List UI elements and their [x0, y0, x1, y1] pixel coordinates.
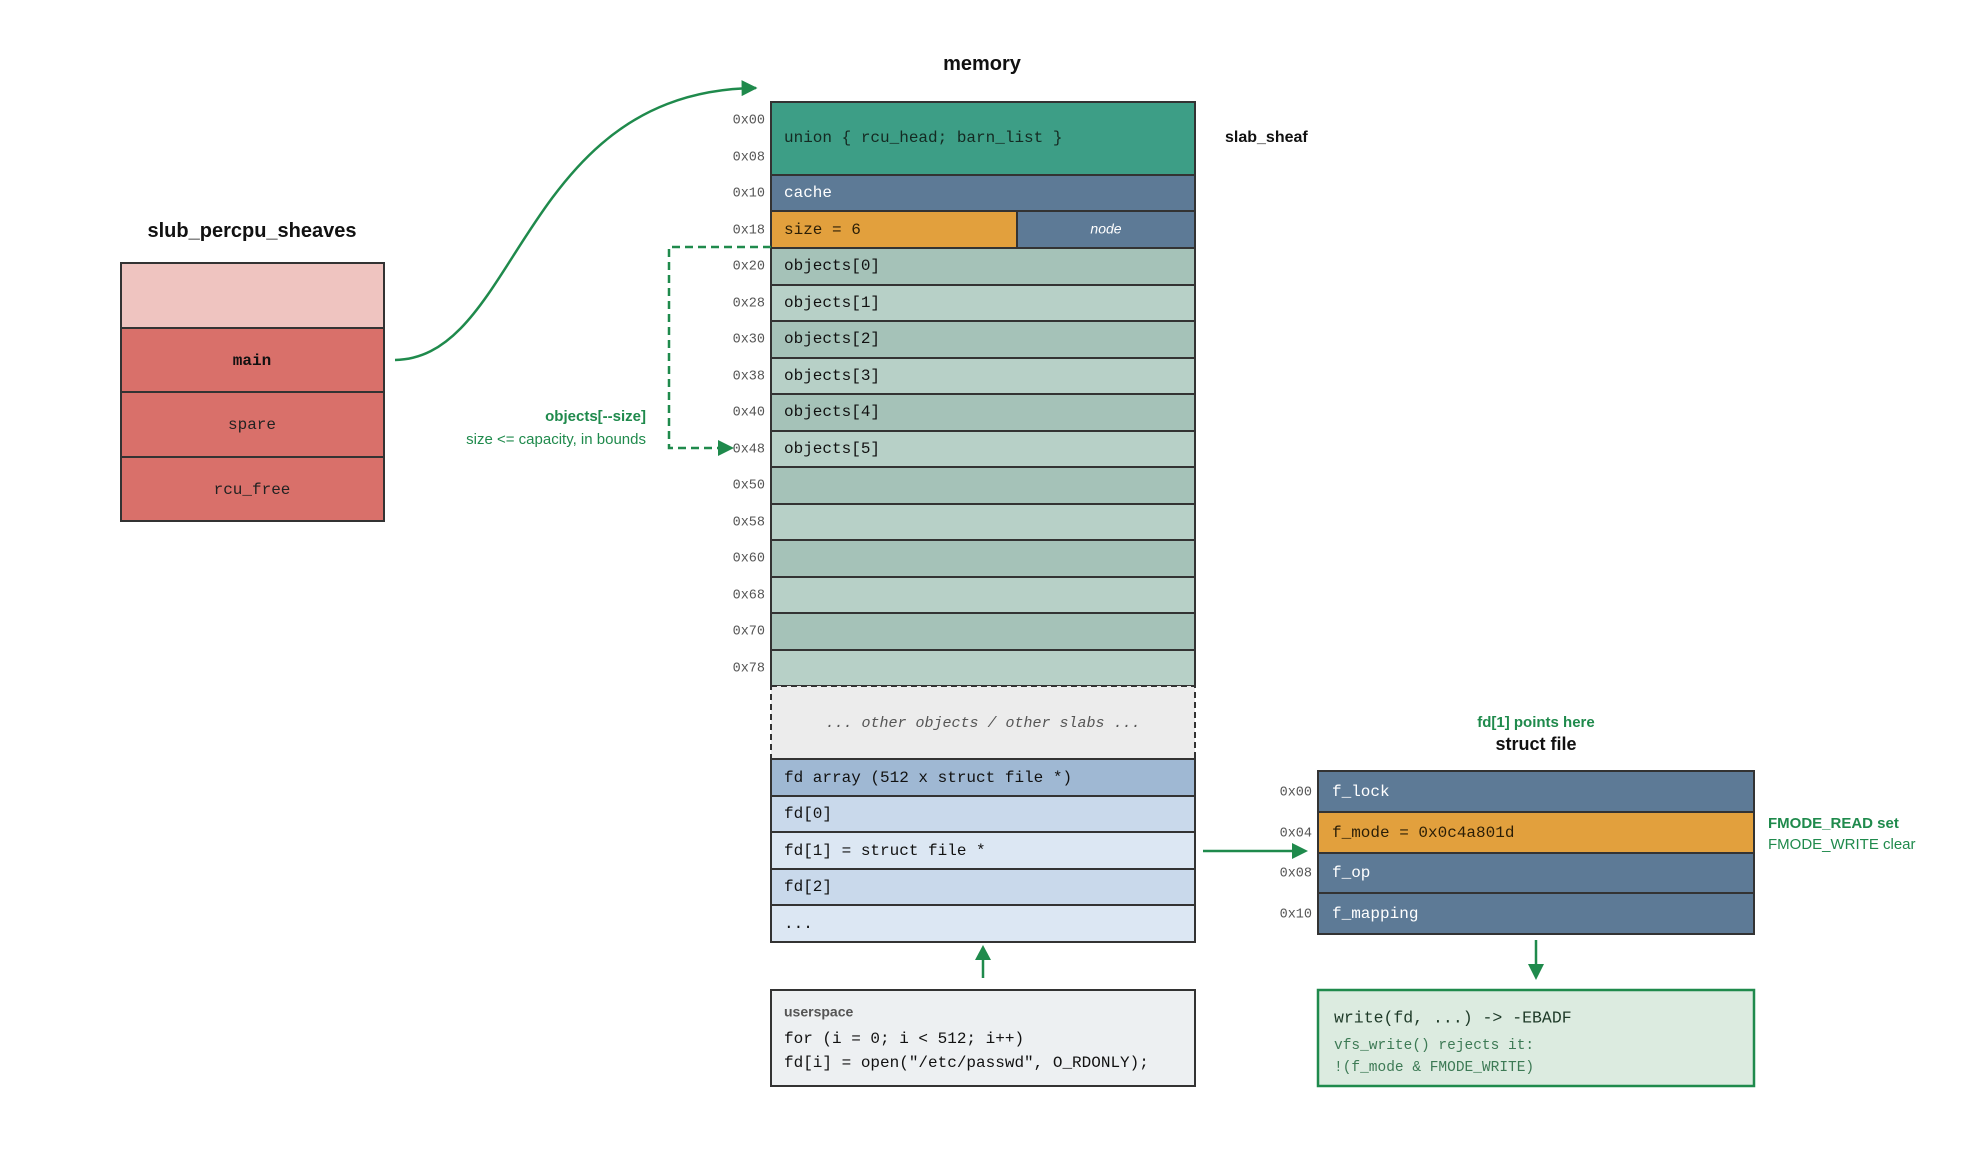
fd-entry-label: fd[1] = struct file * [784, 842, 986, 860]
annotation-normal: size <= capacity, in bounds [466, 431, 646, 448]
object-slot [770, 357, 1196, 395]
offset-label: 0x70 [733, 625, 765, 640]
fd-entry [770, 868, 1196, 906]
objects-array: objects[0] objects[1] objects[2] objects… [770, 247, 1196, 687]
offset-label: 0x28 [733, 297, 765, 312]
objects-size-dashed-arrow [667, 245, 771, 450]
main-to-memory-arrow [394, 80, 758, 362]
userspace-code-line: fd[i] = open("/etc/passwd", O_RDONLY); [784, 1054, 1149, 1072]
cache-field-label: cache [784, 184, 832, 202]
sheaves-row-rcu-free-label: rcu_free [214, 481, 291, 499]
slab-sheaf-label: slab_sheaf [1225, 129, 1308, 146]
file-field-label: f_mode = 0x0c4a801d [1332, 824, 1514, 842]
offset-label: 0x00 [733, 114, 765, 129]
objects-size-arrowhead [718, 440, 734, 456]
annotation-bold: objects[--size] [545, 408, 646, 425]
node-field-label: node [1090, 221, 1121, 237]
other-objects-region [770, 685, 1196, 760]
file-field-f-mapping [1317, 892, 1755, 935]
sheaves-row-spare [120, 391, 385, 458]
object-slot-label: objects[2] [784, 330, 880, 348]
sheaves-row-empty [120, 262, 385, 329]
offset-label: 0x58 [733, 516, 765, 531]
sheaves-row-spare-label: spare [228, 416, 276, 434]
fd-entry-label: ... [784, 915, 813, 933]
struct-file-note: fd[1] points here [1477, 714, 1595, 731]
result-box [1316, 988, 1756, 1088]
offset-label: 0x40 [733, 406, 765, 421]
file-offset-label: 0x10 [1280, 908, 1312, 923]
offset-label: 0x78 [733, 662, 765, 677]
size-field-label: size = 6 [784, 221, 861, 239]
struct-file-title: struct file [1495, 734, 1576, 754]
userspace-code-line: for (i = 0; i < 512; i++) [784, 1030, 1024, 1048]
fmode-write-note: FMODE_WRITE clear [1768, 836, 1916, 853]
fd-array-header [770, 758, 1196, 797]
offset-label: 0x50 [733, 479, 765, 494]
userspace-box [770, 989, 1196, 1087]
offset-label: 0x08 [733, 151, 765, 166]
fd-entry-target [770, 831, 1196, 870]
file-offset-label: 0x00 [1280, 786, 1312, 801]
union-field-label: union { rcu_head; barn_list } [784, 129, 1062, 147]
object-slot-label: objects[5] [784, 440, 880, 458]
object-slot [770, 503, 1196, 541]
file-offset-label: 0x04 [1280, 827, 1312, 842]
offset-label: 0x30 [733, 333, 765, 348]
object-slot-label: objects[1] [784, 294, 880, 312]
object-slot [770, 576, 1196, 614]
other-objects-label: ... other objects / other slabs ... [825, 715, 1140, 732]
fd-entry [770, 795, 1196, 833]
sheaves-row-main [120, 327, 385, 393]
sheaves-title: slub_percpu_sheaves [148, 220, 357, 242]
object-slot-label: objects[0] [784, 257, 880, 275]
fd-array: fd array (512 x struct file *) fd[0] fd[… [770, 758, 1196, 943]
offset-label: 0x68 [733, 589, 765, 604]
object-slot-label: objects[4] [784, 403, 880, 421]
struct-file: f_lock f_mode = 0x0c4a801d f_op f_mappin… [1317, 770, 1755, 935]
node-field [1016, 210, 1196, 249]
file-field-f-mode [1317, 811, 1755, 854]
offset-label: 0x48 [733, 443, 765, 458]
memory-offsets: 0x00 0x08 0x10 0x18 0x20 0x28 0x30 0x38 … [733, 114, 765, 677]
result-line-2: vfs_write() rejects it: [1334, 1038, 1534, 1054]
fd1-to-file-arrowhead [1292, 843, 1308, 859]
file-field-label: f_mapping [1332, 905, 1418, 923]
object-slot [770, 466, 1196, 505]
result-line-1: write(fd, ...) -> -EBADF [1334, 1008, 1572, 1027]
object-slot [770, 612, 1196, 651]
fd-entry-label: fd[2] [784, 878, 832, 896]
file-to-result-arrowhead [1528, 964, 1544, 980]
fd-entry [770, 904, 1196, 943]
file-field-f-op [1317, 852, 1755, 894]
result-line-3: !(f_mode & FMODE_WRITE) [1334, 1060, 1534, 1076]
memory-title: memory [943, 53, 1022, 75]
object-slot-label: objects[3] [784, 367, 880, 385]
object-slot [770, 539, 1196, 578]
offset-label: 0x20 [733, 260, 765, 275]
union-field [770, 101, 1196, 176]
fmode-read-note: FMODE_READ set [1768, 815, 1899, 832]
object-slot [770, 649, 1196, 687]
object-slot [770, 284, 1196, 322]
file-offset-label: 0x08 [1280, 867, 1312, 882]
fd-entry-label: fd[0] [784, 805, 832, 823]
offset-label: 0x10 [733, 187, 765, 202]
object-slot [770, 393, 1196, 432]
offset-label: 0x38 [733, 370, 765, 385]
file-field-label: f_lock [1332, 783, 1390, 801]
offset-label: 0x60 [733, 552, 765, 567]
sheaves-row-rcu-free [120, 456, 385, 522]
object-slot-target [770, 430, 1196, 468]
cache-field [770, 174, 1196, 212]
userspace-up-arrowhead [975, 945, 991, 960]
userspace-title: userspace [784, 1004, 853, 1020]
sheaves-struct: slub_percpu_sheaves main spare rcu_free [120, 220, 385, 522]
file-field-label: f_op [1332, 864, 1370, 882]
sheaves-row-main-label: main [233, 352, 271, 370]
offset-label: 0x18 [733, 224, 765, 239]
fd-array-header-label: fd array (512 x struct file *) [784, 769, 1072, 787]
